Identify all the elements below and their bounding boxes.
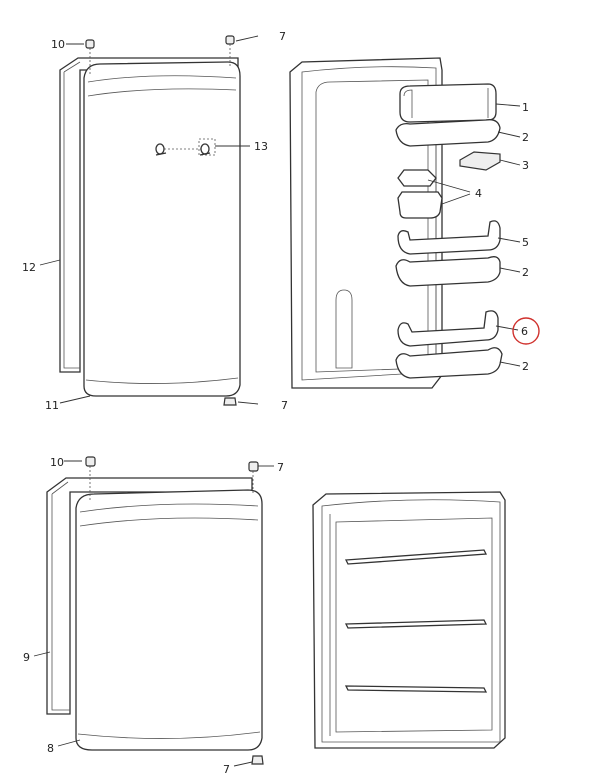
freezer-door-outer xyxy=(75,489,263,751)
egg-tray xyxy=(459,151,501,171)
callout-7: 7 xyxy=(281,399,288,412)
callout-7: 7 xyxy=(223,763,230,776)
callout-7: 7 xyxy=(279,30,286,43)
screw-icon xyxy=(85,39,95,76)
pin-icon xyxy=(248,461,259,494)
screw-icon xyxy=(85,456,96,500)
callout-8: 8 xyxy=(47,742,54,755)
handle-mounts xyxy=(155,138,216,156)
pin-icon xyxy=(225,35,235,68)
door-shelf xyxy=(395,119,501,147)
callout-9: 9 xyxy=(23,651,30,664)
callout-5: 5 xyxy=(522,236,529,249)
callout-2: 2 xyxy=(522,360,529,373)
callout-12: 12 xyxy=(22,261,36,274)
callout-2: 2 xyxy=(522,266,529,279)
pin-icon xyxy=(223,397,237,406)
callout-10: 10 xyxy=(50,456,64,469)
callout-1: 1 xyxy=(522,101,529,114)
door-shelf xyxy=(395,256,501,287)
small-container xyxy=(397,169,443,219)
callout-13: 13 xyxy=(254,140,268,153)
freezer-inner-liner xyxy=(312,491,506,749)
fridge-door-outer xyxy=(83,61,241,397)
bottle-shelf xyxy=(395,347,503,379)
dairy-compartment xyxy=(399,83,497,123)
callout-7: 7 xyxy=(277,461,284,474)
callout-6: 6 xyxy=(521,325,528,338)
bottle-retainer xyxy=(397,310,499,347)
callout-3: 3 xyxy=(522,159,529,172)
callout-4: 4 xyxy=(475,187,482,200)
callout-10: 10 xyxy=(51,38,65,51)
pin-icon xyxy=(251,755,264,765)
callout-2: 2 xyxy=(522,131,529,144)
callout-11: 11 xyxy=(45,399,59,412)
door-shelf xyxy=(397,220,501,255)
highlight-circle xyxy=(512,317,540,345)
